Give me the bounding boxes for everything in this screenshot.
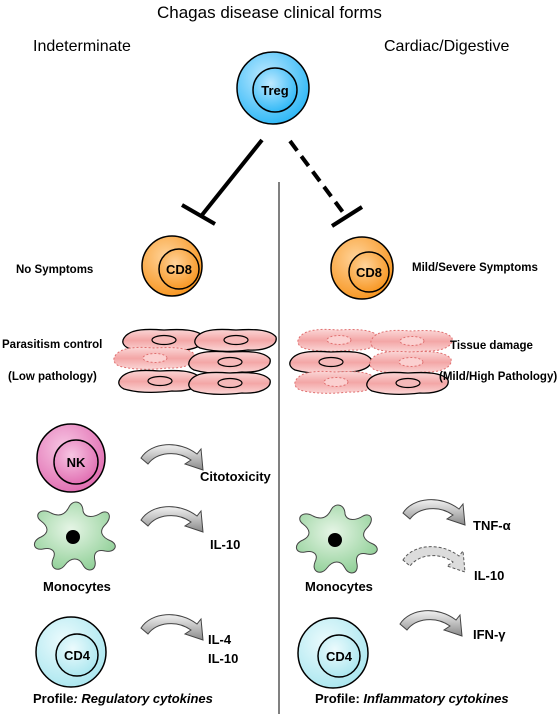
profile-left: Profile: Regulatory cytokines [33,691,213,706]
label-tnf-alpha: TNF-α [473,518,511,533]
monocyte-cell-right [295,504,378,574]
label-low-pathology: (Low pathology) [8,371,97,383]
profile-left-suffix: : Regulatory cytokines [73,691,213,706]
label-il4: IL-4 [208,632,232,647]
inhibition-dashed [288,139,364,228]
arrow-il10-right [402,546,466,573]
label-tissue-damage: Tissue damage [450,340,533,352]
label-monocytes-left: Monocytes [43,579,111,594]
arrow-ifn [399,610,463,637]
inhibition-solid [181,138,264,226]
monocyte-cell-left [33,501,116,571]
arrow-monocyte-left [140,506,204,533]
nk-cell: NK [36,423,106,493]
heading-cardiac-digestive: Cardiac/Digestive [384,38,510,55]
cd4-cell-right: CD4 [297,617,369,689]
profile-right-prefix: Profile: [315,691,364,706]
label-il10-monocyte-right: IL-10 [474,568,505,583]
nk-label: NK [67,455,86,470]
label-mild-high-pathology: (Mild/High Pathology) [439,371,558,383]
cd4-label-right: CD4 [326,649,353,664]
label-monocytes-right: Monocytes [305,579,373,594]
cd8-cell-right: CD8 [330,236,394,300]
label-no-symptoms: No Symptoms [16,264,94,276]
label-ifn-gamma: IFN-γ [473,627,506,642]
label-il10-cd4-left: IL-10 [208,651,239,666]
label-mild-severe-symptoms: Mild/Severe Symptoms [412,262,538,274]
diagram-title: Chagas disease clinical forms [157,3,382,22]
profile-right-suffix: Inflammatory cytokines [363,691,509,706]
label-citotoxicity: Citotoxicity [200,469,271,484]
arrow-nk [140,444,204,471]
treg-cell: Treg [236,51,310,125]
cd4-label-left: CD4 [64,648,91,663]
label-il10-monocyte-left: IL-10 [210,537,241,552]
tissue-left [113,328,277,395]
arrow-tnf [402,499,466,526]
profile-left-prefix: Profile [33,691,74,706]
treg-label: Treg [261,83,289,98]
profile-right: Profile: Inflammatory cytokines [315,691,509,706]
cd8-label-right: CD8 [356,265,382,280]
heading-indeterminate: Indeterminate [33,38,131,55]
cd8-label-left: CD8 [166,262,192,277]
label-parasitism-control: Parasitism control [2,339,103,351]
tissue-right [289,328,453,395]
cd8-cell-left: CD8 [141,235,203,297]
cd4-cell-left: CD4 [35,616,107,688]
arrow-cd4-left [140,614,204,641]
